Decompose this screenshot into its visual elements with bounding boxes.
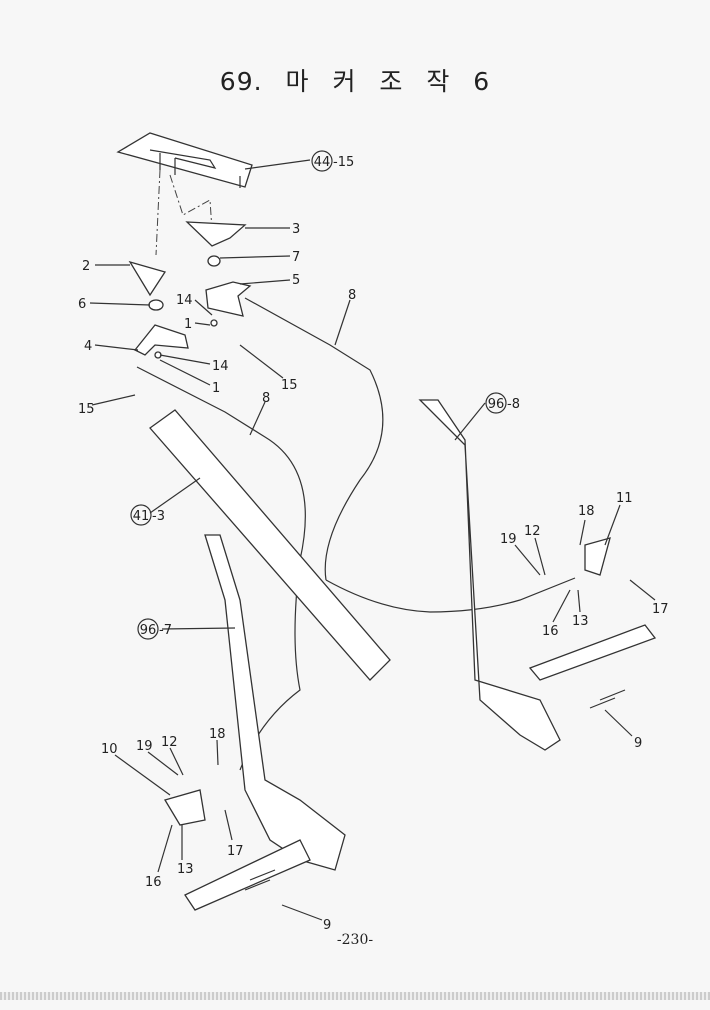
leader-lines bbox=[89, 159, 656, 921]
label-7: 7 bbox=[292, 250, 300, 265]
label-18: 18 bbox=[209, 727, 226, 742]
label-16: 16 bbox=[542, 624, 559, 639]
label-2: 2 bbox=[82, 259, 90, 274]
cable-right bbox=[325, 577, 576, 613]
label-4: 4 bbox=[84, 339, 92, 354]
callout-44-15: 44 -15 bbox=[311, 150, 354, 172]
label-16: 16 bbox=[145, 875, 162, 890]
callout-96-7: 96 -7 bbox=[137, 618, 172, 640]
svg-text:-7: -7 bbox=[159, 623, 172, 638]
label-14: 14 bbox=[176, 293, 193, 308]
label-12: 12 bbox=[524, 524, 541, 539]
label-10: 10 bbox=[101, 742, 118, 757]
label-13: 13 bbox=[177, 862, 194, 877]
part-3-plate bbox=[185, 221, 247, 247]
label-9: 9 bbox=[634, 736, 642, 751]
upper-part-labels: 3 7 5 8 2 6 14 1 4 14 1 15 15 8 bbox=[78, 222, 356, 417]
label-13: 13 bbox=[572, 614, 589, 629]
label-15: 15 bbox=[281, 378, 298, 393]
svg-text:96: 96 bbox=[488, 397, 505, 412]
label-14: 14 bbox=[212, 359, 229, 374]
right-part-labels: 11 18 12 19 17 16 13 9 bbox=[500, 491, 669, 751]
part-4-lever bbox=[133, 324, 189, 356]
label-6: 6 bbox=[78, 297, 86, 312]
left-arm bbox=[204, 534, 346, 871]
label-18: 18 bbox=[578, 504, 595, 519]
label-17: 17 bbox=[652, 602, 669, 617]
cable-upper bbox=[244, 297, 384, 581]
cross-shaft bbox=[149, 409, 391, 681]
label-19: 19 bbox=[136, 739, 153, 754]
label-5: 5 bbox=[292, 273, 300, 288]
svg-text:-8: -8 bbox=[507, 397, 520, 412]
svg-text:-3: -3 bbox=[152, 509, 165, 524]
callout-41-3: 41 -3 bbox=[130, 504, 165, 526]
cable-left bbox=[136, 366, 306, 771]
svg-text:41: 41 bbox=[133, 509, 150, 524]
label-8: 8 bbox=[348, 288, 356, 303]
label-1: 1 bbox=[184, 317, 192, 332]
svg-text:44: 44 bbox=[314, 155, 331, 170]
label-3: 3 bbox=[292, 222, 300, 237]
scan-edge bbox=[0, 992, 710, 1000]
marker-plate bbox=[116, 132, 253, 188]
part-2-plate bbox=[128, 260, 167, 297]
page-number: -230- bbox=[336, 932, 374, 948]
label-9: 9 bbox=[323, 918, 331, 933]
left-shaft bbox=[184, 839, 311, 911]
label-11: 11 bbox=[616, 491, 633, 506]
label-1: 1 bbox=[212, 381, 220, 396]
svg-text:-15: -15 bbox=[333, 155, 354, 170]
right-arm bbox=[418, 399, 561, 751]
right-shaft bbox=[528, 624, 657, 681]
label-8: 8 bbox=[262, 391, 270, 406]
callout-96-8: 96 -8 bbox=[485, 392, 520, 414]
part-6-collar bbox=[148, 299, 164, 311]
page-title: 69. 마 커 조 작 6 bbox=[219, 67, 491, 96]
left-part-labels: 10 19 12 18 17 16 13 9 bbox=[101, 727, 331, 933]
part-7-spring bbox=[207, 255, 221, 267]
part-5-lever bbox=[205, 281, 252, 317]
svg-text:96: 96 bbox=[140, 623, 157, 638]
label-19: 19 bbox=[500, 532, 517, 547]
label-17: 17 bbox=[227, 844, 244, 859]
label-15: 15 bbox=[78, 402, 95, 417]
label-12: 12 bbox=[161, 735, 178, 750]
